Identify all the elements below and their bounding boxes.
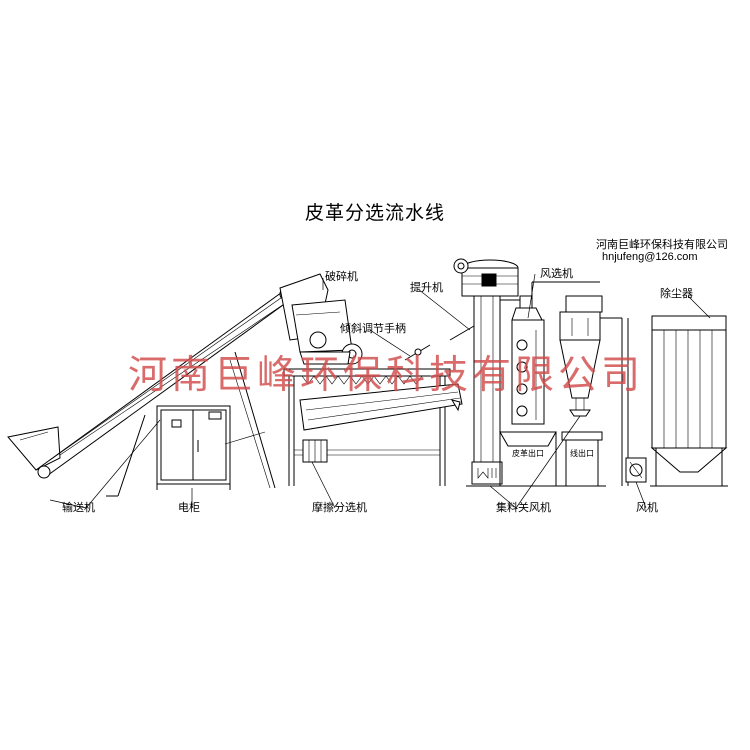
label-friction-separator: 摩擦分选机 <box>312 501 367 514</box>
dust-collector-drawing <box>621 315 728 487</box>
cabinet-drawing <box>156 405 266 490</box>
label-leather-outlet: 皮革出口 <box>512 449 544 458</box>
air-separator-drawing <box>494 281 600 487</box>
label-conveyor: 输送机 <box>62 501 95 514</box>
diagram-title: 皮革分选流水线 <box>304 202 445 224</box>
cyclone-drawing <box>558 295 622 487</box>
label-tilt-handle: 倾斜调节手柄 <box>340 322 406 335</box>
label-fan: 风机 <box>636 501 658 514</box>
label-collector-valve: 集料关风机 <box>496 501 551 514</box>
label-elevator: 提升机 <box>410 281 443 294</box>
leader-lines <box>49 273 711 509</box>
conveyor-drawing <box>7 287 294 497</box>
label-cabinet: 电柜 <box>178 501 200 514</box>
label-crusher: 破碎机 <box>325 270 358 283</box>
elevator-drawing <box>449 258 519 487</box>
label-wire-outlet: 线出口 <box>570 449 594 458</box>
label-air-separator: 风选机 <box>540 267 573 280</box>
crusher-drawing <box>279 273 363 365</box>
company-name: 河南巨峰环保科技有限公司 <box>596 238 728 251</box>
label-dust-collector: 除尘器 <box>660 287 693 300</box>
friction-separator-drawing <box>283 344 463 486</box>
watermark: 河南巨峰环保科技有限公司 <box>128 353 645 398</box>
company-email: hnjufeng@126.com <box>602 251 698 263</box>
